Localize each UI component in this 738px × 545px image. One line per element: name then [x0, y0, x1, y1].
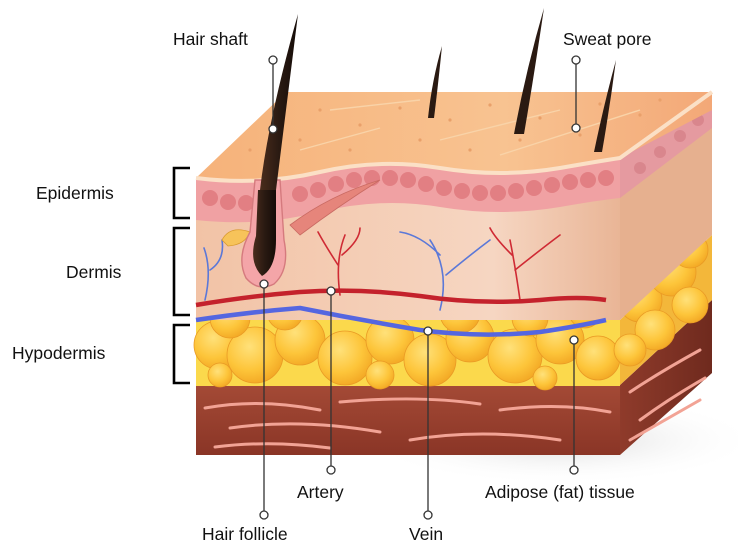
artery-pointer-dot [327, 287, 335, 295]
hair-follicle-pointer-dot [260, 280, 268, 288]
label-artery: Artery [297, 484, 344, 502]
hair-follicle-callout-dot [260, 511, 268, 519]
hair-shaft-callout-dot [269, 56, 277, 64]
label-adipose-tissue: Adipose (fat) tissue [485, 484, 635, 502]
label-sweat-pore: Sweat pore [563, 31, 652, 49]
artery-callout-dot [327, 466, 335, 474]
sweat-pore-callout-dot [572, 56, 580, 64]
label-epidermis: Epidermis [36, 185, 114, 203]
label-dermis: Dermis [66, 264, 121, 282]
label-vein: Vein [409, 526, 443, 544]
label-hair-follicle: Hair follicle [202, 526, 288, 544]
epidermis-bracket [174, 168, 190, 218]
adipose-pointer-dot [570, 336, 578, 344]
adipose-callout-dot [570, 466, 578, 474]
vein-callout-dot [424, 511, 432, 519]
vein-pointer-dot [424, 327, 432, 335]
hypodermis-bracket [174, 325, 190, 383]
sweat-pore-pointer-dot [572, 124, 580, 132]
hair-shaft-pointer-dot [269, 125, 277, 133]
label-hypodermis: Hypodermis [12, 345, 105, 363]
layer-brackets [174, 168, 190, 383]
dermis-bracket [174, 228, 190, 315]
label-hair-shaft: Hair shaft [173, 31, 248, 49]
